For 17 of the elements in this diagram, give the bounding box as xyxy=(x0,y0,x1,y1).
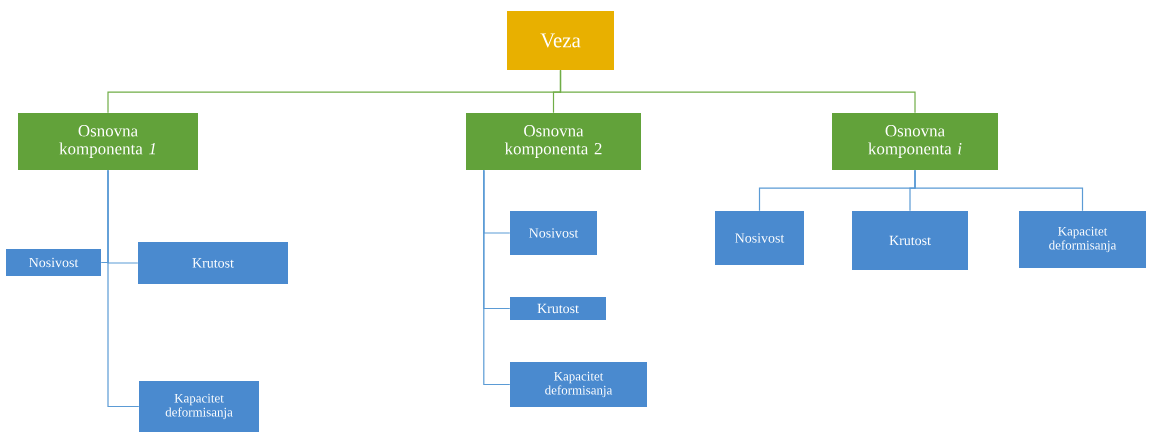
connector-line xyxy=(559,69,916,114)
component-box: Osnovna komponenta 2 xyxy=(466,113,641,170)
property-box: Krutost xyxy=(852,211,968,270)
property-box: Krutost xyxy=(138,242,288,284)
property-box: Nosivost xyxy=(510,211,597,255)
property-box: Kapacitet deformisanja xyxy=(139,381,259,432)
component-box: Osnovna komponenta i xyxy=(832,113,998,170)
connector-line xyxy=(107,169,140,408)
connector-line xyxy=(483,169,511,386)
property-box: Nosivost xyxy=(6,249,101,276)
property-box: Kapacitet deformisanja xyxy=(510,362,647,407)
connector-line xyxy=(914,169,1084,212)
root-box: Veza xyxy=(507,11,614,70)
property-box: Kapacitet deformisanja xyxy=(1019,211,1146,268)
component-box: Osnovna komponenta 1 xyxy=(18,113,198,170)
property-box: Krutost xyxy=(510,297,606,320)
property-box: Nosivost xyxy=(715,211,804,265)
